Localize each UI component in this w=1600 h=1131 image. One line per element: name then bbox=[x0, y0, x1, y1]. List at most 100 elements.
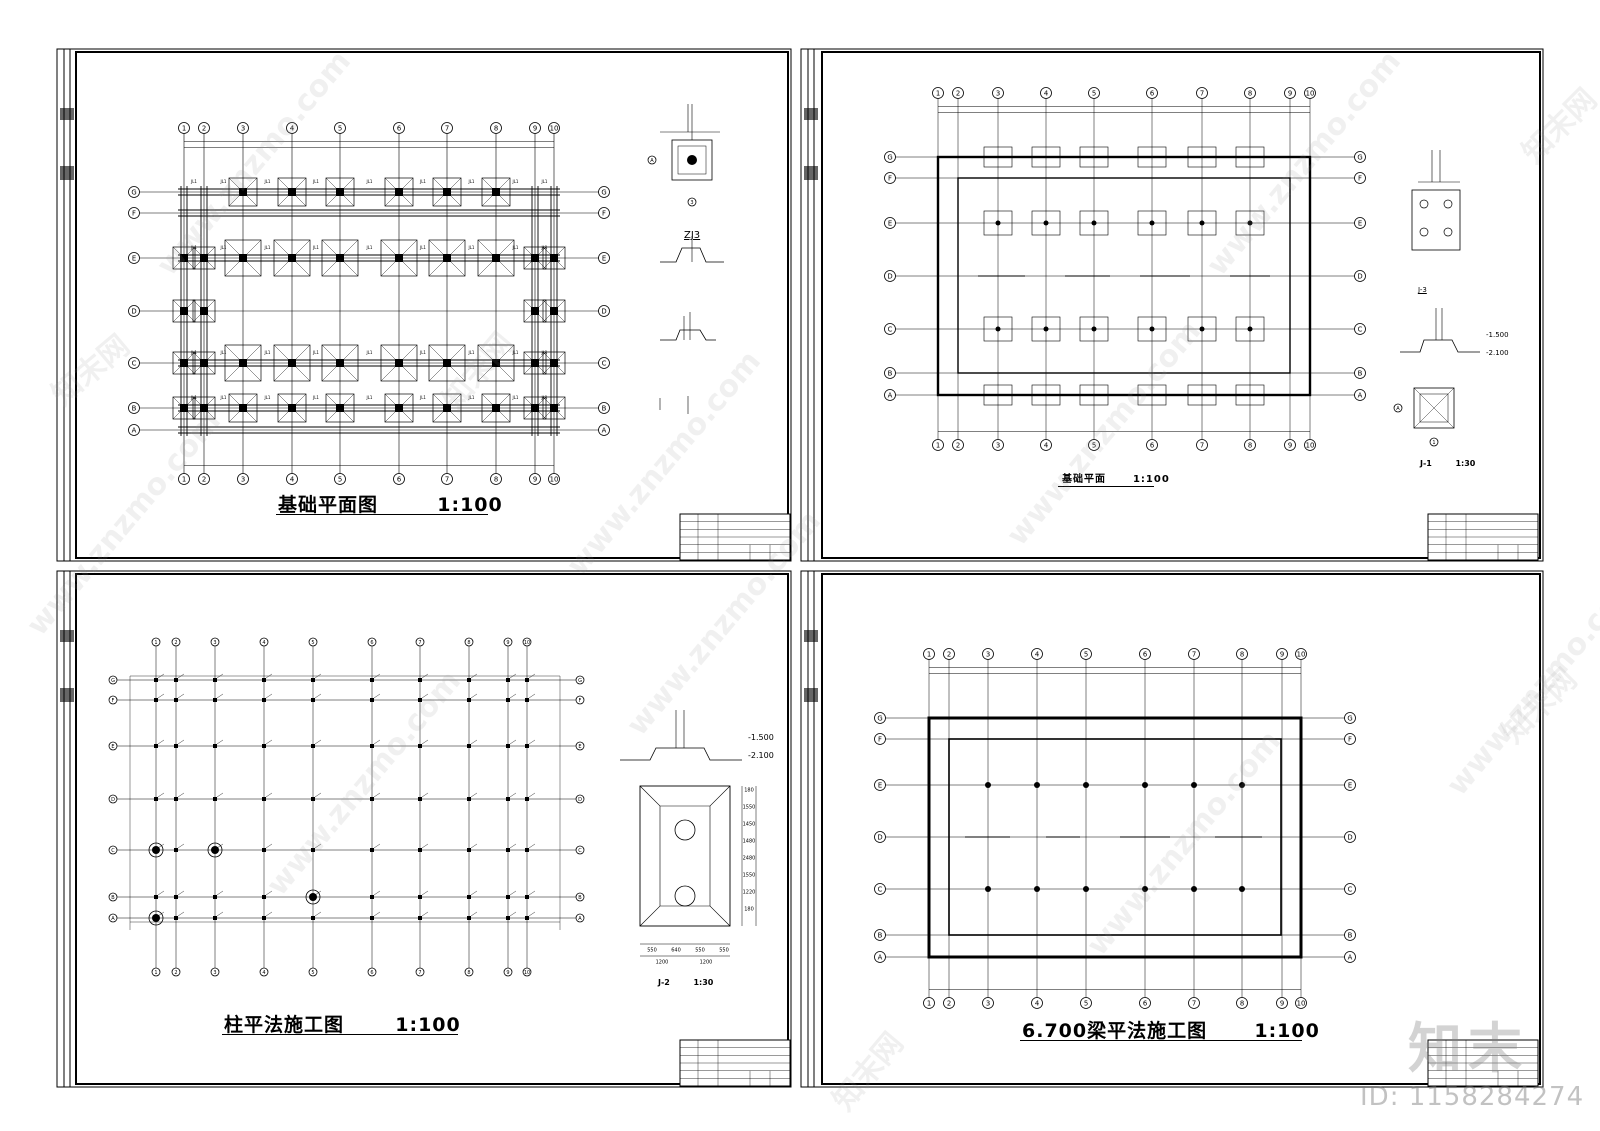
column bbox=[467, 698, 471, 702]
beam-tag: JL1 bbox=[541, 179, 548, 184]
axis-bubble-col-8-bottom: 8 bbox=[1244, 439, 1256, 451]
axis-bubble-col-2-bottom: 2 bbox=[171, 967, 181, 977]
axis-bubble-circle bbox=[334, 122, 346, 134]
axis-bubble-row-C: C bbox=[884, 323, 896, 335]
axis-bubble-row-F-right: F bbox=[598, 207, 610, 219]
column bbox=[262, 895, 266, 899]
column-section bbox=[995, 326, 1001, 332]
axis-bubble-circle bbox=[548, 122, 560, 134]
axis-bubble-circle bbox=[952, 439, 964, 451]
sheet-4-title: 6.700梁平法施工图 1:100 bbox=[1022, 1016, 1320, 1043]
beam-tag: JL1 bbox=[264, 245, 271, 250]
axis-bubble-label: 6 bbox=[1143, 1000, 1147, 1008]
axis-bubble-row-D-right: D bbox=[1354, 270, 1366, 282]
axis-bubble-row-G: G bbox=[884, 151, 896, 163]
axis-bubble-label: B bbox=[1348, 932, 1353, 940]
axis-bubble-col-7: 7 bbox=[415, 637, 425, 647]
pile bbox=[674, 885, 696, 907]
axis-bubble-label: E bbox=[578, 744, 581, 750]
beam-tag: JL1 bbox=[541, 395, 548, 400]
pad-footing bbox=[1187, 316, 1217, 342]
axis-bubble-col-1: 1 bbox=[923, 648, 935, 660]
column-detail-marker bbox=[148, 842, 164, 858]
axis-bubble-row-C-right: C bbox=[1354, 323, 1366, 335]
column-detail-dot bbox=[309, 893, 317, 901]
axis-bubble-col-10-bottom: 10 bbox=[1304, 439, 1316, 451]
axis-bubble-circle bbox=[1088, 439, 1100, 451]
column-tag-leader bbox=[470, 792, 478, 798]
axis-bubble-col-5: 5 bbox=[308, 637, 318, 647]
pad-footing bbox=[1187, 210, 1217, 236]
axis-bubble-label: 8 bbox=[1248, 442, 1252, 450]
s2-elev-2: -2.100 bbox=[1486, 349, 1509, 357]
axis-bubble-label: A bbox=[1396, 406, 1400, 412]
pad-footing bbox=[1235, 384, 1265, 406]
pad-footing bbox=[273, 344, 311, 382]
axis-bubble-circle bbox=[575, 794, 585, 804]
axis-bubble-circle bbox=[598, 424, 610, 436]
column-section bbox=[288, 359, 296, 367]
sheet-frame-2 bbox=[800, 48, 1544, 562]
column-section bbox=[395, 359, 403, 367]
axis-bubble-circle bbox=[982, 997, 994, 1009]
axis-bubble-label: A bbox=[132, 427, 137, 435]
column bbox=[418, 797, 422, 801]
column-section bbox=[492, 359, 500, 367]
axis-bubble-col-8: 8 bbox=[490, 122, 502, 134]
axis-bubble-row-A: A bbox=[108, 913, 118, 923]
axis-bubble-row-E-right: E bbox=[575, 741, 585, 751]
axis-bubble-circle bbox=[598, 305, 610, 317]
axis-bubble-circle bbox=[1188, 648, 1200, 660]
column-tag-leader bbox=[177, 843, 185, 849]
column-tag-leader bbox=[216, 739, 224, 745]
axis-bubble-label: 2 bbox=[947, 1000, 951, 1008]
axis-bubble-circle bbox=[884, 367, 896, 379]
axis-bubble-label: 10 bbox=[1306, 90, 1315, 98]
pad-footing bbox=[192, 351, 216, 375]
axis-bubble-col-1: 1 bbox=[932, 87, 944, 99]
pad-footing bbox=[1137, 146, 1167, 168]
column-section bbox=[1091, 220, 1097, 226]
footing-plan bbox=[1411, 189, 1461, 251]
column-tag-leader bbox=[421, 890, 429, 896]
axis-bubble-label: A bbox=[650, 158, 654, 164]
inner-beam bbox=[957, 177, 1291, 374]
axis-bubble-label: G bbox=[601, 189, 606, 197]
column-section bbox=[1199, 220, 1205, 226]
axis-bubble-row-F: F bbox=[128, 207, 140, 219]
column bbox=[213, 698, 217, 702]
column bbox=[311, 678, 315, 682]
pile bbox=[1443, 227, 1453, 237]
j2-scale: 1:30 bbox=[693, 978, 714, 987]
axis-bubble-col-6: 6 bbox=[367, 637, 377, 647]
axis-bubble-col-7-bottom: 7 bbox=[441, 473, 453, 485]
pile bbox=[1443, 199, 1453, 209]
column bbox=[418, 744, 422, 748]
axis-bubble-circle bbox=[1295, 648, 1307, 660]
axis-bubble-circle bbox=[874, 951, 886, 963]
axis-bubble-col-7: 7 bbox=[1196, 87, 1208, 99]
pad-footing bbox=[228, 393, 258, 423]
axis-bubble-circle bbox=[490, 473, 502, 485]
pad-footing bbox=[277, 393, 307, 423]
axis-bubble-circle bbox=[647, 155, 657, 165]
axis-bubble-col-9-bottom: 9 bbox=[1284, 439, 1296, 451]
section-beam bbox=[660, 329, 716, 341]
axis-bubble-row-B-right: B bbox=[1354, 367, 1366, 379]
axis-bubble-circle bbox=[1196, 87, 1208, 99]
axis-bubble-col-9-bottom: 9 bbox=[1276, 997, 1288, 1009]
axis-bubble-detail-a: A bbox=[1393, 403, 1403, 413]
axis-bubble-circle bbox=[308, 967, 318, 977]
axis-bubble-circle bbox=[1354, 151, 1366, 163]
axis-bubble-label: A bbox=[602, 427, 607, 435]
column-tag-leader bbox=[470, 890, 478, 896]
column bbox=[213, 678, 217, 682]
axis-bubble-circle bbox=[529, 122, 541, 134]
column-tag-leader bbox=[373, 911, 381, 917]
column-section bbox=[687, 155, 697, 165]
sheet-4-border bbox=[800, 570, 1544, 1088]
column-section bbox=[239, 359, 247, 367]
beam-tag: JL1 bbox=[468, 395, 475, 400]
axis-bubble-circle bbox=[334, 473, 346, 485]
pad-footing bbox=[542, 246, 566, 270]
